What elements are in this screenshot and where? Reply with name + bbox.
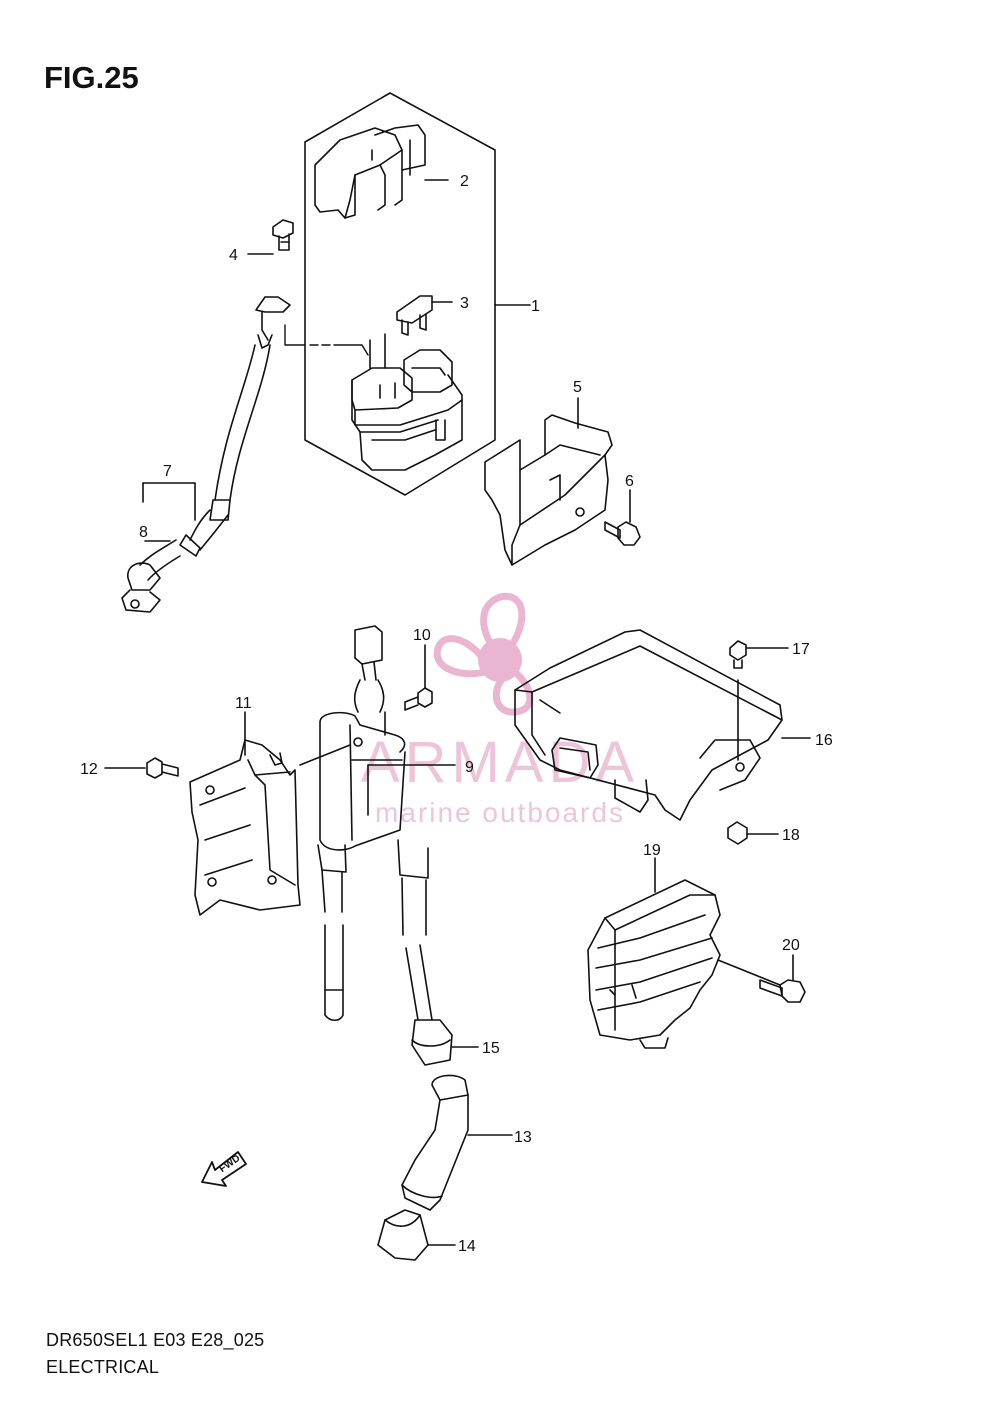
callout-14: 14 xyxy=(458,1238,476,1255)
figure-title: FIG.25 xyxy=(44,60,139,95)
fuse xyxy=(396,295,453,336)
ecu-unit xyxy=(514,629,811,821)
callout-9: 9 xyxy=(465,759,474,776)
bolt-12 xyxy=(104,757,179,779)
screw-20 xyxy=(717,954,806,1003)
callout-12: 12 xyxy=(80,761,98,778)
starter-relay xyxy=(351,333,463,471)
relay-cover xyxy=(314,124,449,219)
callout-5: 5 xyxy=(573,379,582,396)
callout-17: 17 xyxy=(792,641,810,658)
callout-19: 19 xyxy=(643,842,661,859)
spark-plug-cap xyxy=(401,1074,513,1211)
spark-plug-boot xyxy=(377,1209,456,1261)
callout-10: 10 xyxy=(413,627,431,644)
callout-11: 11 xyxy=(235,695,252,712)
model-code: DR650SEL1 E03 E28_025 xyxy=(46,1330,265,1350)
starter-relay-assembly-outline xyxy=(304,92,531,496)
coil-bracket xyxy=(189,711,301,916)
nut-18 xyxy=(727,821,779,845)
callout-1: 1 xyxy=(531,298,540,315)
watermark-tagline: marine outboards xyxy=(375,797,625,828)
screw-6 xyxy=(604,489,641,546)
callout-2: 2 xyxy=(460,173,469,190)
callout-13: 13 xyxy=(514,1129,532,1146)
connection-leader xyxy=(284,324,369,356)
battery-positive-lead xyxy=(121,296,291,613)
regulator-rectifier xyxy=(587,857,721,1049)
relay-bracket xyxy=(484,397,613,566)
callout-3: 3 xyxy=(460,295,469,312)
bolt-10 xyxy=(404,644,433,711)
callout-20: 20 xyxy=(782,937,800,954)
screw-17 xyxy=(729,640,789,761)
callout-8: 8 xyxy=(139,524,148,541)
ignition-coil xyxy=(299,625,456,1066)
callout-7: 7 xyxy=(163,463,172,480)
bolt-4 xyxy=(247,219,294,255)
callout-4: 4 xyxy=(229,247,238,264)
callout-16: 16 xyxy=(815,732,833,749)
callout-15: 15 xyxy=(482,1040,500,1057)
callout-6: 6 xyxy=(625,473,634,490)
callout-labels: 1 2 3 4 5 6 7 8 9 10 11 12 13 14 15 16 1… xyxy=(80,173,833,1255)
callout-18: 18 xyxy=(782,827,800,844)
section-name: ELECTRICAL xyxy=(46,1357,160,1377)
fwd-arrow-icon: FWD xyxy=(201,1151,247,1187)
propeller-hub xyxy=(478,638,522,682)
